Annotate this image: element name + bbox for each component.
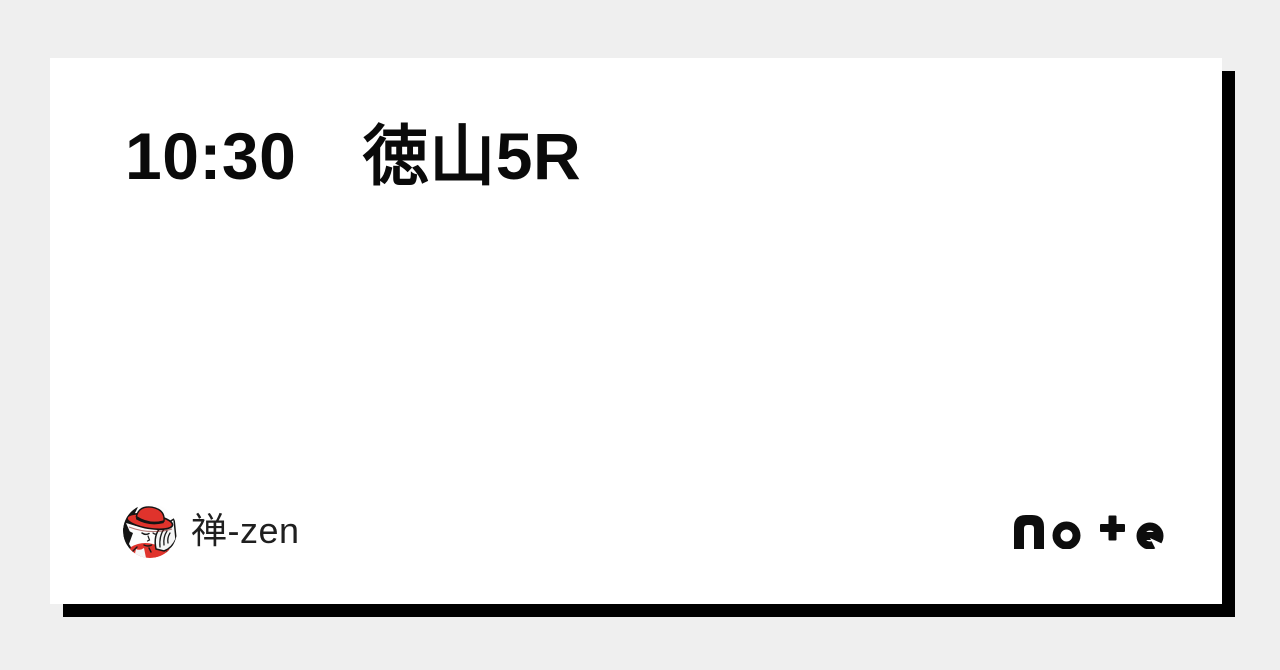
author-row: 禅-zen	[123, 504, 300, 558]
note-logo-text: note	[1014, 549, 1015, 550]
article-title: 10:30 徳山5R	[125, 119, 582, 193]
note-logo-icon: note	[1014, 515, 1165, 549]
avatar-illustration-icon	[123, 504, 177, 558]
note-logo-glyphs	[1014, 515, 1165, 549]
author-name: 禅-zen	[191, 510, 300, 551]
article-card: 10:30 徳山5R	[50, 58, 1222, 604]
author-avatar	[123, 504, 177, 558]
